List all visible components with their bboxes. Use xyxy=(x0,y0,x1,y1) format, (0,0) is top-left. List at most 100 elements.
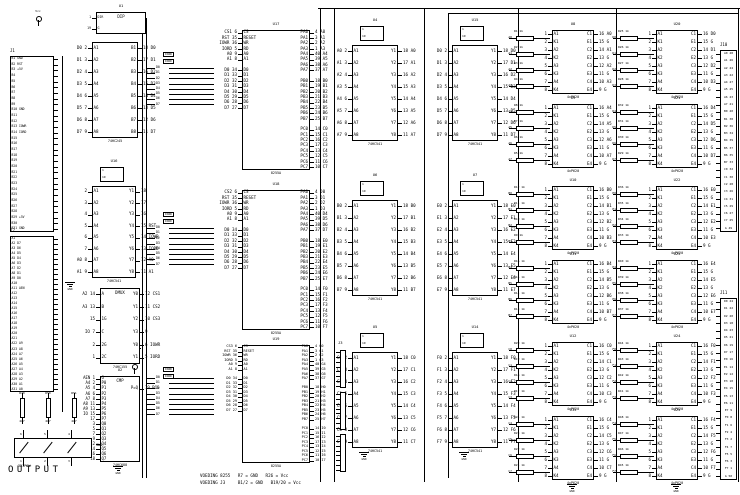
wire xyxy=(22,418,23,424)
pin-name: A2 xyxy=(553,432,559,438)
pin-name: A3 xyxy=(657,448,663,454)
signal-label: 6 xyxy=(648,226,651,232)
wire xyxy=(147,388,155,390)
pin-name: PB0 xyxy=(300,77,308,83)
pin-name: Y7 xyxy=(490,426,496,432)
wire xyxy=(398,242,402,243)
wire xyxy=(594,90,598,91)
wire xyxy=(652,148,656,149)
resistor-R10 xyxy=(516,223,534,229)
wire xyxy=(38,20,39,26)
signal-label: 11 G xyxy=(599,382,610,388)
wire xyxy=(138,96,142,97)
wire xyxy=(652,436,656,437)
pin-name: PB6 xyxy=(301,412,308,417)
wire xyxy=(548,460,552,461)
pin-name: A2 xyxy=(657,432,663,438)
signal-label: 40 D4 xyxy=(315,210,328,216)
signal-label: 18 H0 xyxy=(315,385,326,390)
wire xyxy=(534,210,550,211)
signal-label: D0 2 xyxy=(436,47,447,53)
pin-name: PB7 xyxy=(301,416,308,421)
wire xyxy=(348,135,352,136)
signal-label: CS3 6 xyxy=(226,344,237,349)
wire xyxy=(698,156,702,157)
wire xyxy=(698,296,702,297)
signal-label: 12 E6 xyxy=(503,274,516,280)
signal-label: A0 9 xyxy=(226,210,237,216)
wire xyxy=(716,338,720,339)
wire xyxy=(534,284,550,285)
wire xyxy=(336,413,340,415)
signal-label: 37 D7 xyxy=(315,227,328,233)
connector-pin-row: B16 xyxy=(11,141,18,146)
chip-part: 74HC541 xyxy=(467,141,483,146)
pin-name: K1 xyxy=(657,268,663,274)
pin-name: K2 xyxy=(553,366,559,372)
pin-name: Y2 xyxy=(490,59,496,65)
wire xyxy=(67,284,73,285)
signal-label: A6 6 xyxy=(85,390,95,396)
resistor-R28 xyxy=(620,83,638,89)
wire xyxy=(54,238,58,240)
pin-name: C3 xyxy=(586,136,592,142)
resistor-label: R42 1k xyxy=(618,372,629,377)
signal-label: 20 H2 xyxy=(315,394,326,399)
signal-label: 4 xyxy=(544,440,547,446)
pin-name: K4 xyxy=(657,160,663,166)
resistor-R38 xyxy=(620,297,638,303)
signal-label: 6 xyxy=(648,456,651,462)
resistor-R41 xyxy=(620,395,638,401)
pin-name: A1 xyxy=(353,47,359,53)
resistor-label: R25 1k xyxy=(618,28,629,33)
signal-label: 10 A3 xyxy=(599,78,612,84)
wire xyxy=(310,32,314,34)
pin-name: A3 xyxy=(353,226,359,232)
wire xyxy=(509,472,516,473)
pin-name: B xyxy=(101,303,105,309)
signal-label: 16 D4 xyxy=(703,104,716,110)
pin-name: A6 xyxy=(453,262,459,268)
wire xyxy=(54,364,58,366)
pin-name: A3 xyxy=(553,62,559,68)
wire xyxy=(652,116,656,117)
pin-name: A4 xyxy=(93,80,99,86)
chip-body-U19 xyxy=(242,345,310,463)
signal-label: 13 C5 xyxy=(403,414,416,420)
signal-label: 1 xyxy=(92,354,95,360)
signal-label: D0 34 xyxy=(224,227,237,233)
signal-label: 2 G2 xyxy=(315,353,324,358)
resistor-label: R36 1k xyxy=(618,184,629,189)
wire xyxy=(238,406,242,408)
chip-inside-label: CMP xyxy=(116,377,124,383)
pin-name: PA3 xyxy=(301,357,308,362)
pin-name: E2 xyxy=(690,54,696,60)
connector-pin-row: B5 xyxy=(11,78,16,83)
pin-name: E3 xyxy=(586,300,592,306)
chip-body-U14 xyxy=(452,352,498,448)
pin-name: Y8 xyxy=(490,131,496,137)
wire xyxy=(594,428,598,429)
signal-label: D5 29 xyxy=(226,398,237,403)
gnd-label: GND xyxy=(361,456,367,461)
chip-ref: U17 xyxy=(272,21,280,26)
wire xyxy=(509,366,516,367)
resistor-label: R49 xyxy=(12,391,32,395)
wire xyxy=(136,214,140,216)
wire xyxy=(310,38,314,39)
wire xyxy=(534,316,550,317)
pin-name: K1 xyxy=(553,424,559,430)
resistor-label: R3 1k xyxy=(514,60,524,65)
pin-name: D3 xyxy=(243,83,249,89)
wire xyxy=(136,226,140,228)
wire xyxy=(71,430,72,438)
wire xyxy=(594,436,598,437)
pin-name: A7 xyxy=(353,426,359,432)
pin-name: Y0 xyxy=(132,291,138,297)
bus-tap-label: D2 xyxy=(156,235,160,240)
resistor-label: R11 1k xyxy=(514,200,525,205)
pin-name: A1 xyxy=(243,367,248,371)
signal-label: 13 G xyxy=(599,284,610,290)
wire xyxy=(448,442,452,443)
pin-label: 19 xyxy=(462,340,466,345)
